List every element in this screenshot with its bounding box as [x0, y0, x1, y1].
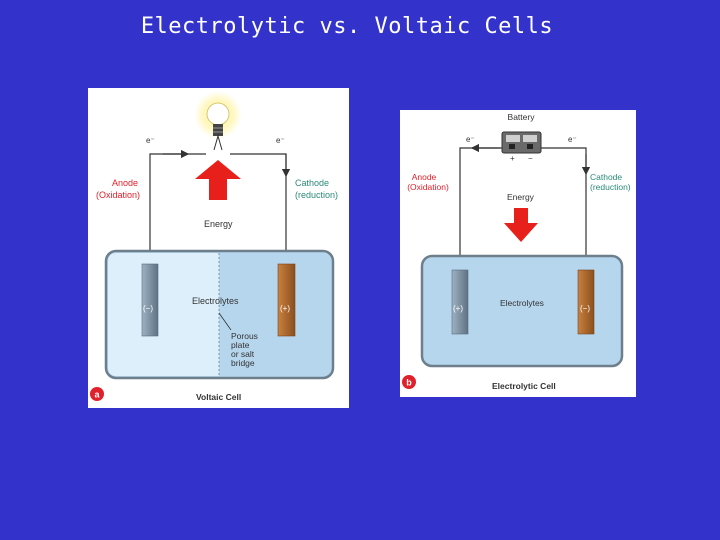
electrolyte-label: Electrolytes: [500, 298, 544, 308]
cathode-electrode: [277, 263, 296, 337]
battery-plus-sign: +: [510, 154, 515, 163]
cathode-reduction-label: (reduction): [590, 182, 631, 192]
cathode-electrode: [577, 269, 595, 335]
anode-label: Anode: [112, 178, 138, 188]
cathode-sign: (−): [580, 304, 590, 313]
anode-label: Anode: [412, 172, 437, 182]
energy-label: Energy: [204, 219, 233, 229]
anode-electrode: [141, 263, 159, 337]
battery-icon: [501, 131, 542, 154]
light-bulb-icon: [194, 91, 242, 151]
panel-badge-b: [402, 375, 416, 389]
electron-label-right: e⁻: [568, 135, 577, 144]
electrolyte-tank: [420, 254, 624, 368]
voltaic-caption: Voltaic Cell: [196, 392, 241, 402]
anode-oxidation-label: (Oxidation): [96, 190, 140, 200]
energy-label: Energy: [507, 192, 535, 202]
electrolyte-label: Electrolytes: [192, 296, 239, 306]
slide-title: Electrolytic vs. Voltaic Cells: [140, 14, 554, 39]
panel-badge-a: [90, 387, 104, 401]
bridge-label-line4: bridge: [231, 358, 255, 368]
anode-sign: (−): [143, 304, 153, 313]
bridge-pointer: [218, 312, 232, 331]
anode-electrode: [451, 269, 469, 335]
battery-label: Battery: [508, 112, 536, 122]
anode-sign: (+): [453, 304, 463, 313]
bridge-label-line3: or salt: [231, 349, 255, 359]
cathode-sign: (+): [280, 304, 290, 313]
voltaic-cell-diagram: e⁻ e⁻ Anode (Oxidation) Cathode (reducti…: [88, 88, 349, 408]
battery-minus-sign: −: [528, 154, 533, 163]
cathode-reduction-label: (reduction): [295, 190, 338, 200]
panel-badge-a-label: a: [94, 390, 100, 400]
panel-badge-b-label: b: [406, 378, 412, 388]
electron-label-right: e⁻: [276, 136, 285, 145]
bridge-label-line1: Porous: [231, 331, 258, 341]
electron-label-left: e⁻: [466, 135, 475, 144]
electrolytic-cell-diagram: Battery + − e⁻ e⁻ Anode (Oxidation) Cath…: [400, 110, 636, 397]
anode-oxidation-label: (Oxidation): [407, 182, 449, 192]
electron-label-left: e⁻: [146, 136, 155, 145]
electrolyte-tank: [104, 249, 335, 380]
cathode-label: Cathode: [590, 172, 622, 182]
cathode-label: Cathode: [295, 178, 329, 188]
bridge-label-line2: plate: [231, 340, 250, 350]
energy-arrow-up: [195, 160, 241, 200]
electrolytic-caption: Electrolytic Cell: [492, 381, 556, 391]
energy-arrow-down: [504, 208, 538, 242]
